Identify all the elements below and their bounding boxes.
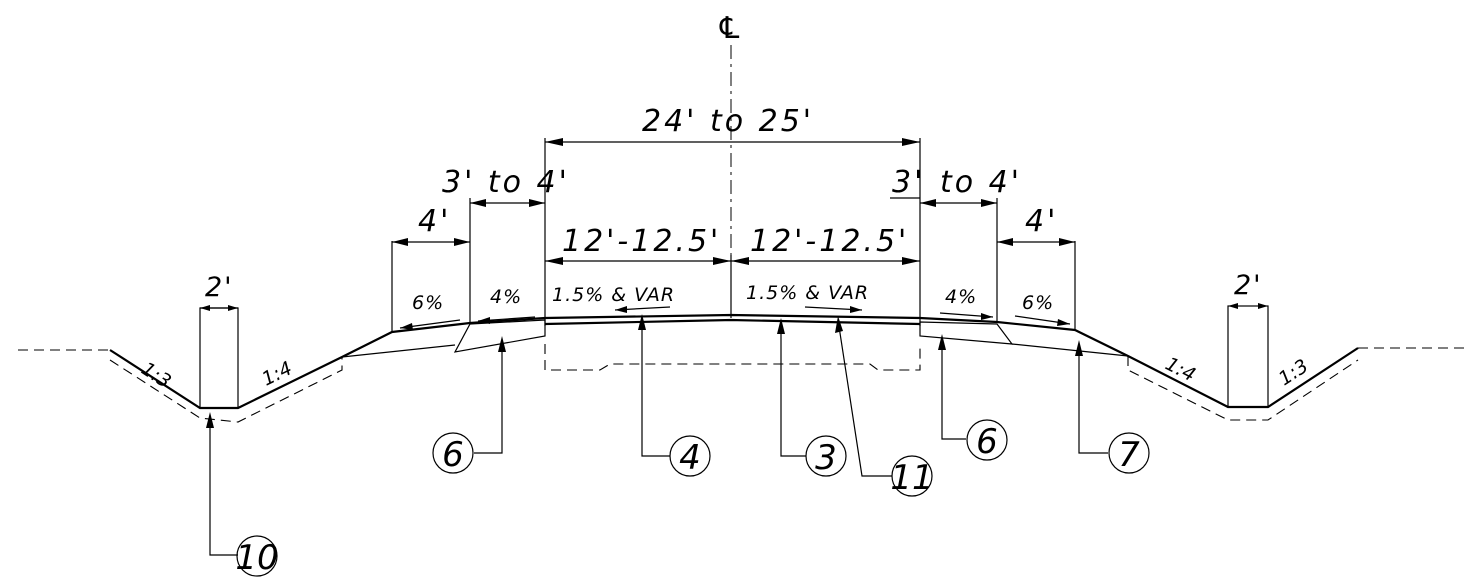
- arrowhead: [1057, 319, 1070, 326]
- leader-7: [1078, 344, 1108, 454]
- callout-11: 11: [890, 458, 933, 498]
- subbase-outline: [544, 344, 921, 371]
- shoulder-base-right: [919, 321, 1014, 345]
- shoulder-width-right-b: to 4': [940, 165, 1022, 200]
- lane-width-left: 12'-12.5': [562, 224, 721, 259]
- foreslope-right: 1:4: [1162, 353, 1199, 386]
- arrowhead: [777, 318, 785, 334]
- arrowhead: [1228, 303, 1238, 309]
- arrowhead: [545, 138, 563, 146]
- arrowhead: [615, 306, 627, 313]
- outer-width-right: 4': [1025, 204, 1058, 239]
- callout-7: 7: [1118, 435, 1140, 475]
- callout-circle-6-right: [966, 419, 1008, 461]
- base-right: [1011, 343, 1129, 357]
- arrowhead: [200, 305, 210, 311]
- arrowhead: [206, 412, 214, 428]
- arrowhead: [981, 199, 997, 207]
- arrowhead: [920, 199, 936, 207]
- shoulder-width-right-a: 3': [892, 165, 925, 200]
- leader-10: [209, 418, 238, 556]
- shoulder-slope-left: 4%: [490, 286, 522, 308]
- callout-circle-3: [805, 435, 847, 477]
- lane-slope-right: 1.5% & VAR: [746, 282, 869, 304]
- arrowhead: [1258, 303, 1268, 309]
- lane-width-right: 12'-12.5': [750, 224, 909, 259]
- arrowhead: [1075, 340, 1083, 356]
- outer-slope-right: 6%: [1022, 292, 1054, 314]
- callout-circle-11: [891, 455, 933, 497]
- callout-circle-10: [236, 535, 278, 577]
- arrowhead: [850, 306, 862, 313]
- callout-6-left: 6: [442, 435, 464, 475]
- leader-4: [641, 318, 670, 457]
- arrowhead: [454, 238, 470, 246]
- arrowhead: [981, 313, 993, 320]
- outer-slope-left: 6%: [412, 292, 444, 314]
- shoulder-base-left: [453, 319, 546, 353]
- arrowhead: [470, 199, 486, 207]
- arrowhead: [1059, 238, 1075, 246]
- foreslope-left: 1:4: [259, 357, 296, 390]
- shoulder-width-left: 3' to 4': [442, 165, 570, 200]
- leader-6-right: [941, 338, 966, 440]
- overall-width-label: 24' to 25': [642, 104, 814, 139]
- callout-circle-4: [669, 435, 711, 477]
- arrowhead: [478, 317, 490, 324]
- arrowhead: [731, 257, 749, 265]
- shoulder-slope-right: 4%: [945, 286, 977, 308]
- arrowhead: [529, 199, 545, 207]
- outer-width-left: 4': [418, 204, 451, 239]
- arrowhead: [835, 316, 843, 333]
- pavement-bottom: [544, 318, 921, 326]
- callout-3: 3: [815, 438, 837, 478]
- arrowhead: [902, 257, 920, 265]
- callout-4: 4: [679, 438, 701, 478]
- callout-6-right: 6: [976, 422, 998, 462]
- ditch-subgrade-left: [109, 357, 343, 423]
- ditch-width-box-left: [199, 307, 239, 409]
- ditch-width-right: 2': [1234, 270, 1263, 301]
- arrowhead: [545, 257, 563, 265]
- centerline-symbol: ℄: [716, 11, 743, 46]
- arrowhead: [400, 323, 413, 330]
- arrowhead: [938, 334, 946, 350]
- arrowhead: [713, 257, 731, 265]
- ditch-subgrade-right: [1127, 356, 1359, 421]
- leader-11: [837, 319, 892, 477]
- callout-circle-7: [1108, 432, 1150, 474]
- lane-slope-left: 1.5% & VAR: [552, 284, 675, 306]
- arrowhead: [498, 336, 506, 352]
- arrowhead: [228, 305, 238, 311]
- ditch-width-box-right: [1227, 305, 1269, 408]
- arrowhead: [392, 238, 408, 246]
- callout-circle-6-left: [432, 432, 474, 474]
- ditch-width-left: 2': [205, 272, 234, 303]
- arrowhead: [902, 138, 920, 146]
- backslope-right: 1:3: [1275, 355, 1313, 390]
- arrowhead: [997, 238, 1013, 246]
- callout-10: 10: [235, 538, 278, 577]
- leader-3: [780, 322, 806, 457]
- leader-6-left: [474, 342, 503, 454]
- base-left: [341, 344, 456, 358]
- arrowhead: [638, 314, 646, 330]
